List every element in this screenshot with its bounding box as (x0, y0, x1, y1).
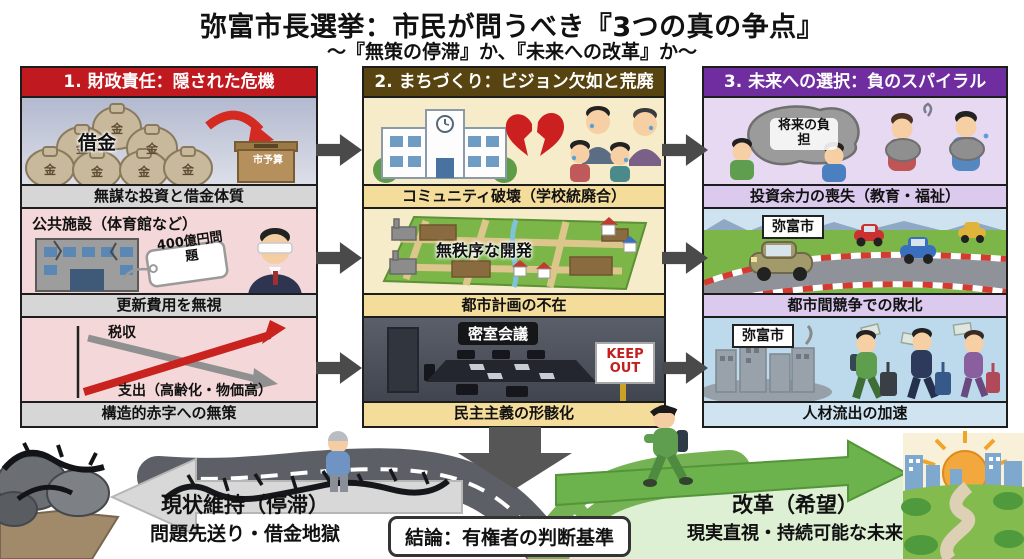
path-stagnation-subtitle: 問題先送り・借金地獄 (149, 523, 340, 545)
coin-label: 金 (146, 142, 159, 156)
page-subtitle: ～『無策の停滞』か、『未来への改革』か～ (326, 41, 698, 63)
money-bags-scene (25, 103, 298, 184)
dark-meeting-room-icon (387, 326, 655, 402)
cell-renewal-cost-caption: 更新費用を無視 (22, 294, 316, 318)
path-reform-title: 改革（希望） (732, 493, 858, 517)
thorn-branches-icon (1, 442, 105, 502)
deficit-chart (76, 319, 286, 398)
car-yellow-icon (958, 221, 986, 243)
crying-family-icon (570, 106, 661, 182)
cell-structural-deficit: 税収 支出（高齢化・物価高） (22, 318, 316, 404)
path-reform-subtitle: 現実直視・持続可能な未来 (687, 523, 903, 544)
coin-label: 金 (76, 142, 89, 156)
cell-reckless-investment: 金 金 金 金 金 金 金 借金 市予算 (22, 98, 316, 186)
cell-talent-outflow-caption: 人材流出の加速 (704, 403, 1006, 426)
column-future-choice: 3. 未来への選択：負のスパイラル (702, 66, 1008, 428)
travelers-icon (850, 327, 1000, 399)
school-family-scene (373, 106, 661, 183)
cell-disorderly-development: 無秩序な開発 (364, 209, 664, 295)
car-blue-icon (900, 236, 936, 264)
backroom-meeting-label: 密室会議 (458, 321, 539, 345)
tax-revenue-label: 税収 (108, 324, 136, 341)
coin-label: 金 (182, 163, 195, 177)
column-1-header: 1. 財政責任：隠された危機 (22, 68, 316, 98)
smoke-icon (804, 324, 813, 345)
coin-label: 金 (138, 165, 151, 179)
sunrise-city-icon (901, 431, 1024, 559)
flow-arrow-right (316, 134, 362, 166)
car-yatomi-icon (749, 240, 813, 281)
walking-person-icon (643, 405, 693, 487)
cell-city-competition-caption: 都市間競争での敗北 (704, 294, 1006, 318)
cell-structural-deficit-caption: 構造的赤字への無策 (22, 403, 316, 426)
red-arrow-icon (205, 110, 274, 146)
cell-talent-outflow: 弥富市 (704, 317, 1006, 404)
keep-out-label: KEEP OUT (606, 346, 644, 376)
stagnation-arrow-icon (109, 457, 463, 537)
city-map-icon (382, 215, 648, 290)
coin-label: 金 (111, 122, 124, 136)
yatomi-city-sign: 弥富市 (732, 323, 794, 348)
bottom-scene (0, 427, 1024, 559)
blindfolded-politician-icon (248, 227, 302, 293)
column-3-header: 3. 未来への選択：負のスパイラル (704, 68, 1006, 98)
burdened-adults-icon (885, 102, 989, 171)
column-2-header: 2. まちづくり：ビジョン欠如と荒廃 (364, 68, 664, 98)
cell-city-competition: 弥富市 (704, 208, 1006, 295)
cracked-building-icon (35, 237, 139, 292)
page-title: 弥富市長選挙：市民が問うべき『3つの真の争点』 (199, 12, 825, 43)
budget-box-label: 市予算 (253, 155, 283, 166)
price-tag-icon (122, 240, 229, 288)
cliff-icon (0, 455, 120, 559)
cell-backroom-meeting-caption: 民主主義の形骸化 (364, 403, 664, 426)
cell-future-burden-caption: 投資余力の喪失（教育・福祉） (704, 185, 1006, 209)
spending-label: 支出（高齢化・物価高） (118, 382, 272, 399)
cell-renewal-cost: 公共施設（体育館など） 400億円問題 (22, 209, 316, 295)
race-track-icon (704, 208, 1006, 293)
cell-backroom-meeting: 密室会議 KEEP OUT (364, 317, 664, 404)
car-red-icon (854, 223, 884, 247)
future-burden-label: 将来の負担 (770, 118, 838, 150)
broken-heart-icon (505, 113, 565, 156)
school-icon (373, 109, 517, 183)
facility-label: 公共施設（体育館など） (32, 214, 198, 233)
cell-community-destruction-caption: コミュニティ破壊（学校統廃合） (364, 185, 664, 209)
talent-outflow-scene (704, 321, 1000, 402)
disorderly-development-label: 無秩序な開発 (436, 240, 533, 260)
coin-label: 金 (44, 163, 57, 177)
cell-disorderly-development-caption: 都市計画の不在 (364, 294, 664, 318)
standing-person-icon (326, 431, 350, 492)
children-icon (730, 138, 846, 182)
reform-arrow-icon (555, 439, 909, 507)
keep-out-sign-icon (595, 341, 655, 402)
budget-box-icon (234, 141, 298, 183)
cell-reckless-investment-caption: 無謀な投資と借金体質 (22, 185, 316, 209)
declining-city-icon (715, 340, 815, 393)
cell-future-burden: 将来の負担 (704, 98, 1006, 186)
flow-arrow-right (316, 242, 362, 274)
path-stagnation-title: 現状維持（停滞） (161, 493, 329, 517)
column-financial-responsibility: 1. 財政責任：隠された危機 (20, 66, 318, 428)
flow-arrow-down (458, 427, 572, 489)
public-facility-scene (35, 227, 302, 293)
tax-revenue-arrow (87, 334, 278, 390)
money-bags-icon (25, 103, 213, 184)
debt-label: 借金 (78, 132, 117, 154)
coin-label: 金 (91, 165, 104, 179)
cell-community-destruction (364, 98, 664, 186)
house-icons (512, 216, 638, 279)
yatomi-city-sign: 弥富市 (762, 214, 824, 239)
flow-arrow-right (316, 352, 362, 384)
burden-rock-scene (730, 102, 989, 182)
column-town-planning: 2. まちづくり：ビジョン欠如と荒廃 (362, 66, 666, 428)
factory-icon (389, 218, 417, 275)
spending-arrow (82, 319, 286, 396)
conclusion-box: 結論：有権者の判断基準 (388, 516, 632, 557)
